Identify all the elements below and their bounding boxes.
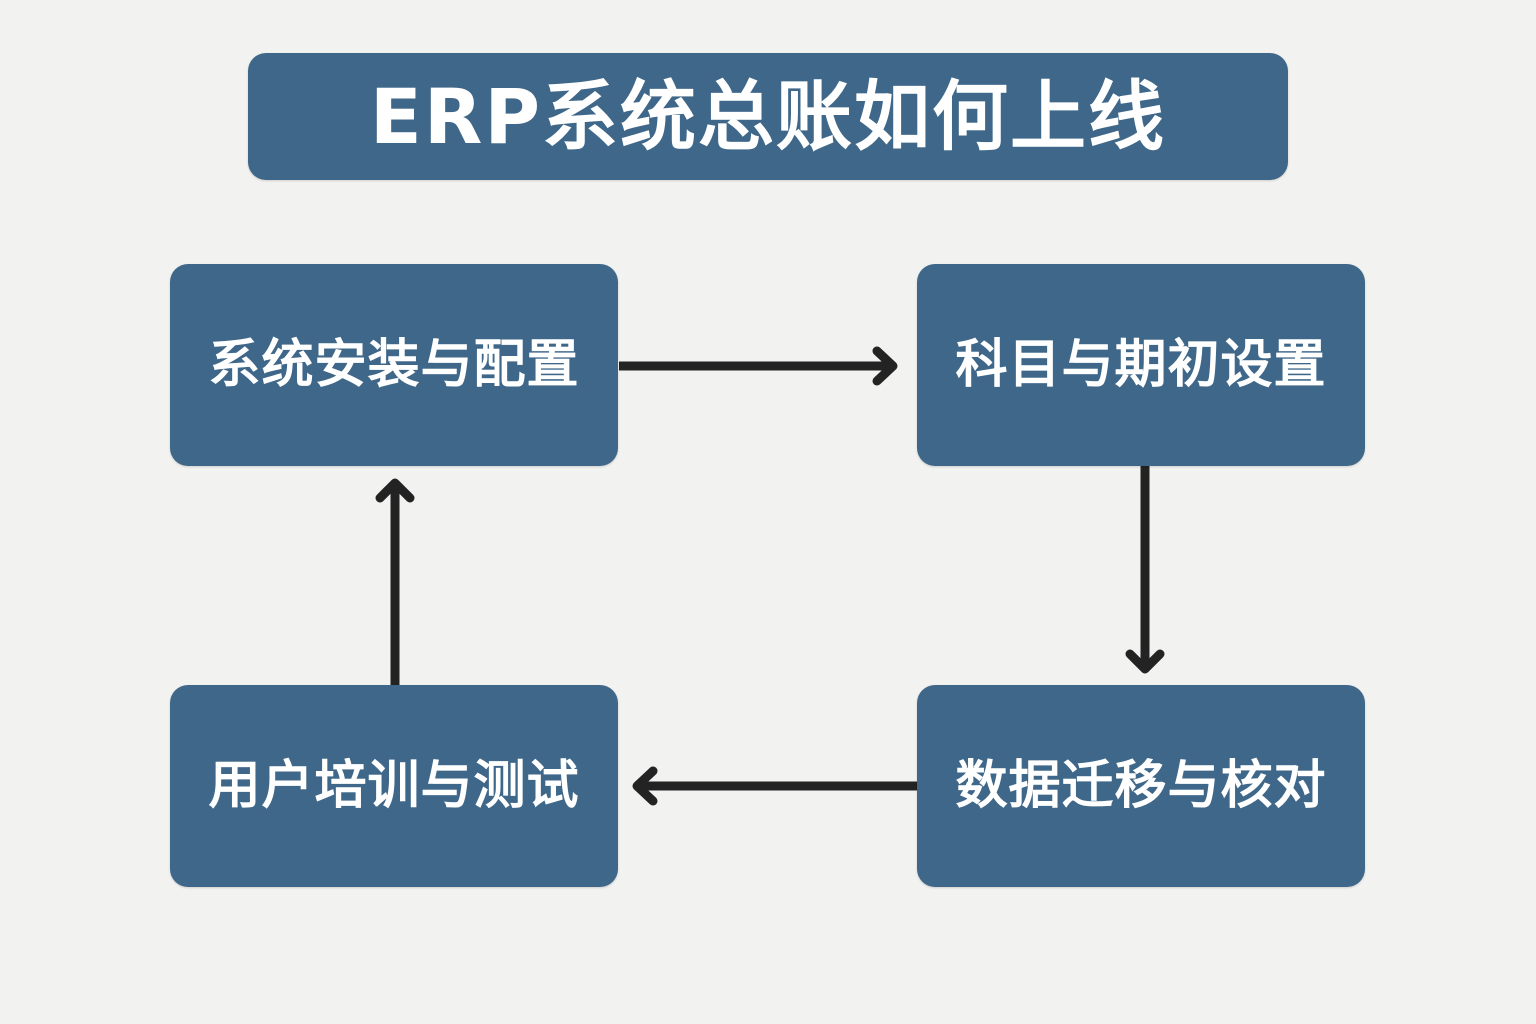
- node-system-install-config[interactable]: 系统安装与配置: [170, 264, 618, 466]
- arrow-migration-to-training: [632, 766, 917, 806]
- page-title: ERP系统总账如何上线: [369, 71, 1167, 161]
- title-banner: ERP系统总账如何上线: [248, 53, 1288, 180]
- arrow-head-right-icon: [872, 346, 898, 386]
- arrow-accounts-to-migration: [1125, 466, 1165, 674]
- arrow-head-left-icon: [632, 766, 658, 806]
- node-data-migration-reconcile[interactable]: 数据迁移与核对: [917, 685, 1365, 887]
- arrow-head-down-icon: [1125, 649, 1165, 674]
- node-accounts-opening-setup[interactable]: 科目与期初设置: [917, 264, 1365, 466]
- arrow-training-to-install: [375, 478, 415, 685]
- arrow-head-up-icon: [375, 478, 415, 503]
- node-label: 系统安装与配置: [208, 335, 580, 395]
- node-label: 数据迁移与核对: [955, 756, 1327, 816]
- node-user-training-testing[interactable]: 用户培训与测试: [170, 685, 618, 887]
- arrow-install-to-accounts: [619, 346, 898, 386]
- node-label: 科目与期初设置: [955, 335, 1327, 395]
- node-label: 用户培训与测试: [208, 756, 580, 816]
